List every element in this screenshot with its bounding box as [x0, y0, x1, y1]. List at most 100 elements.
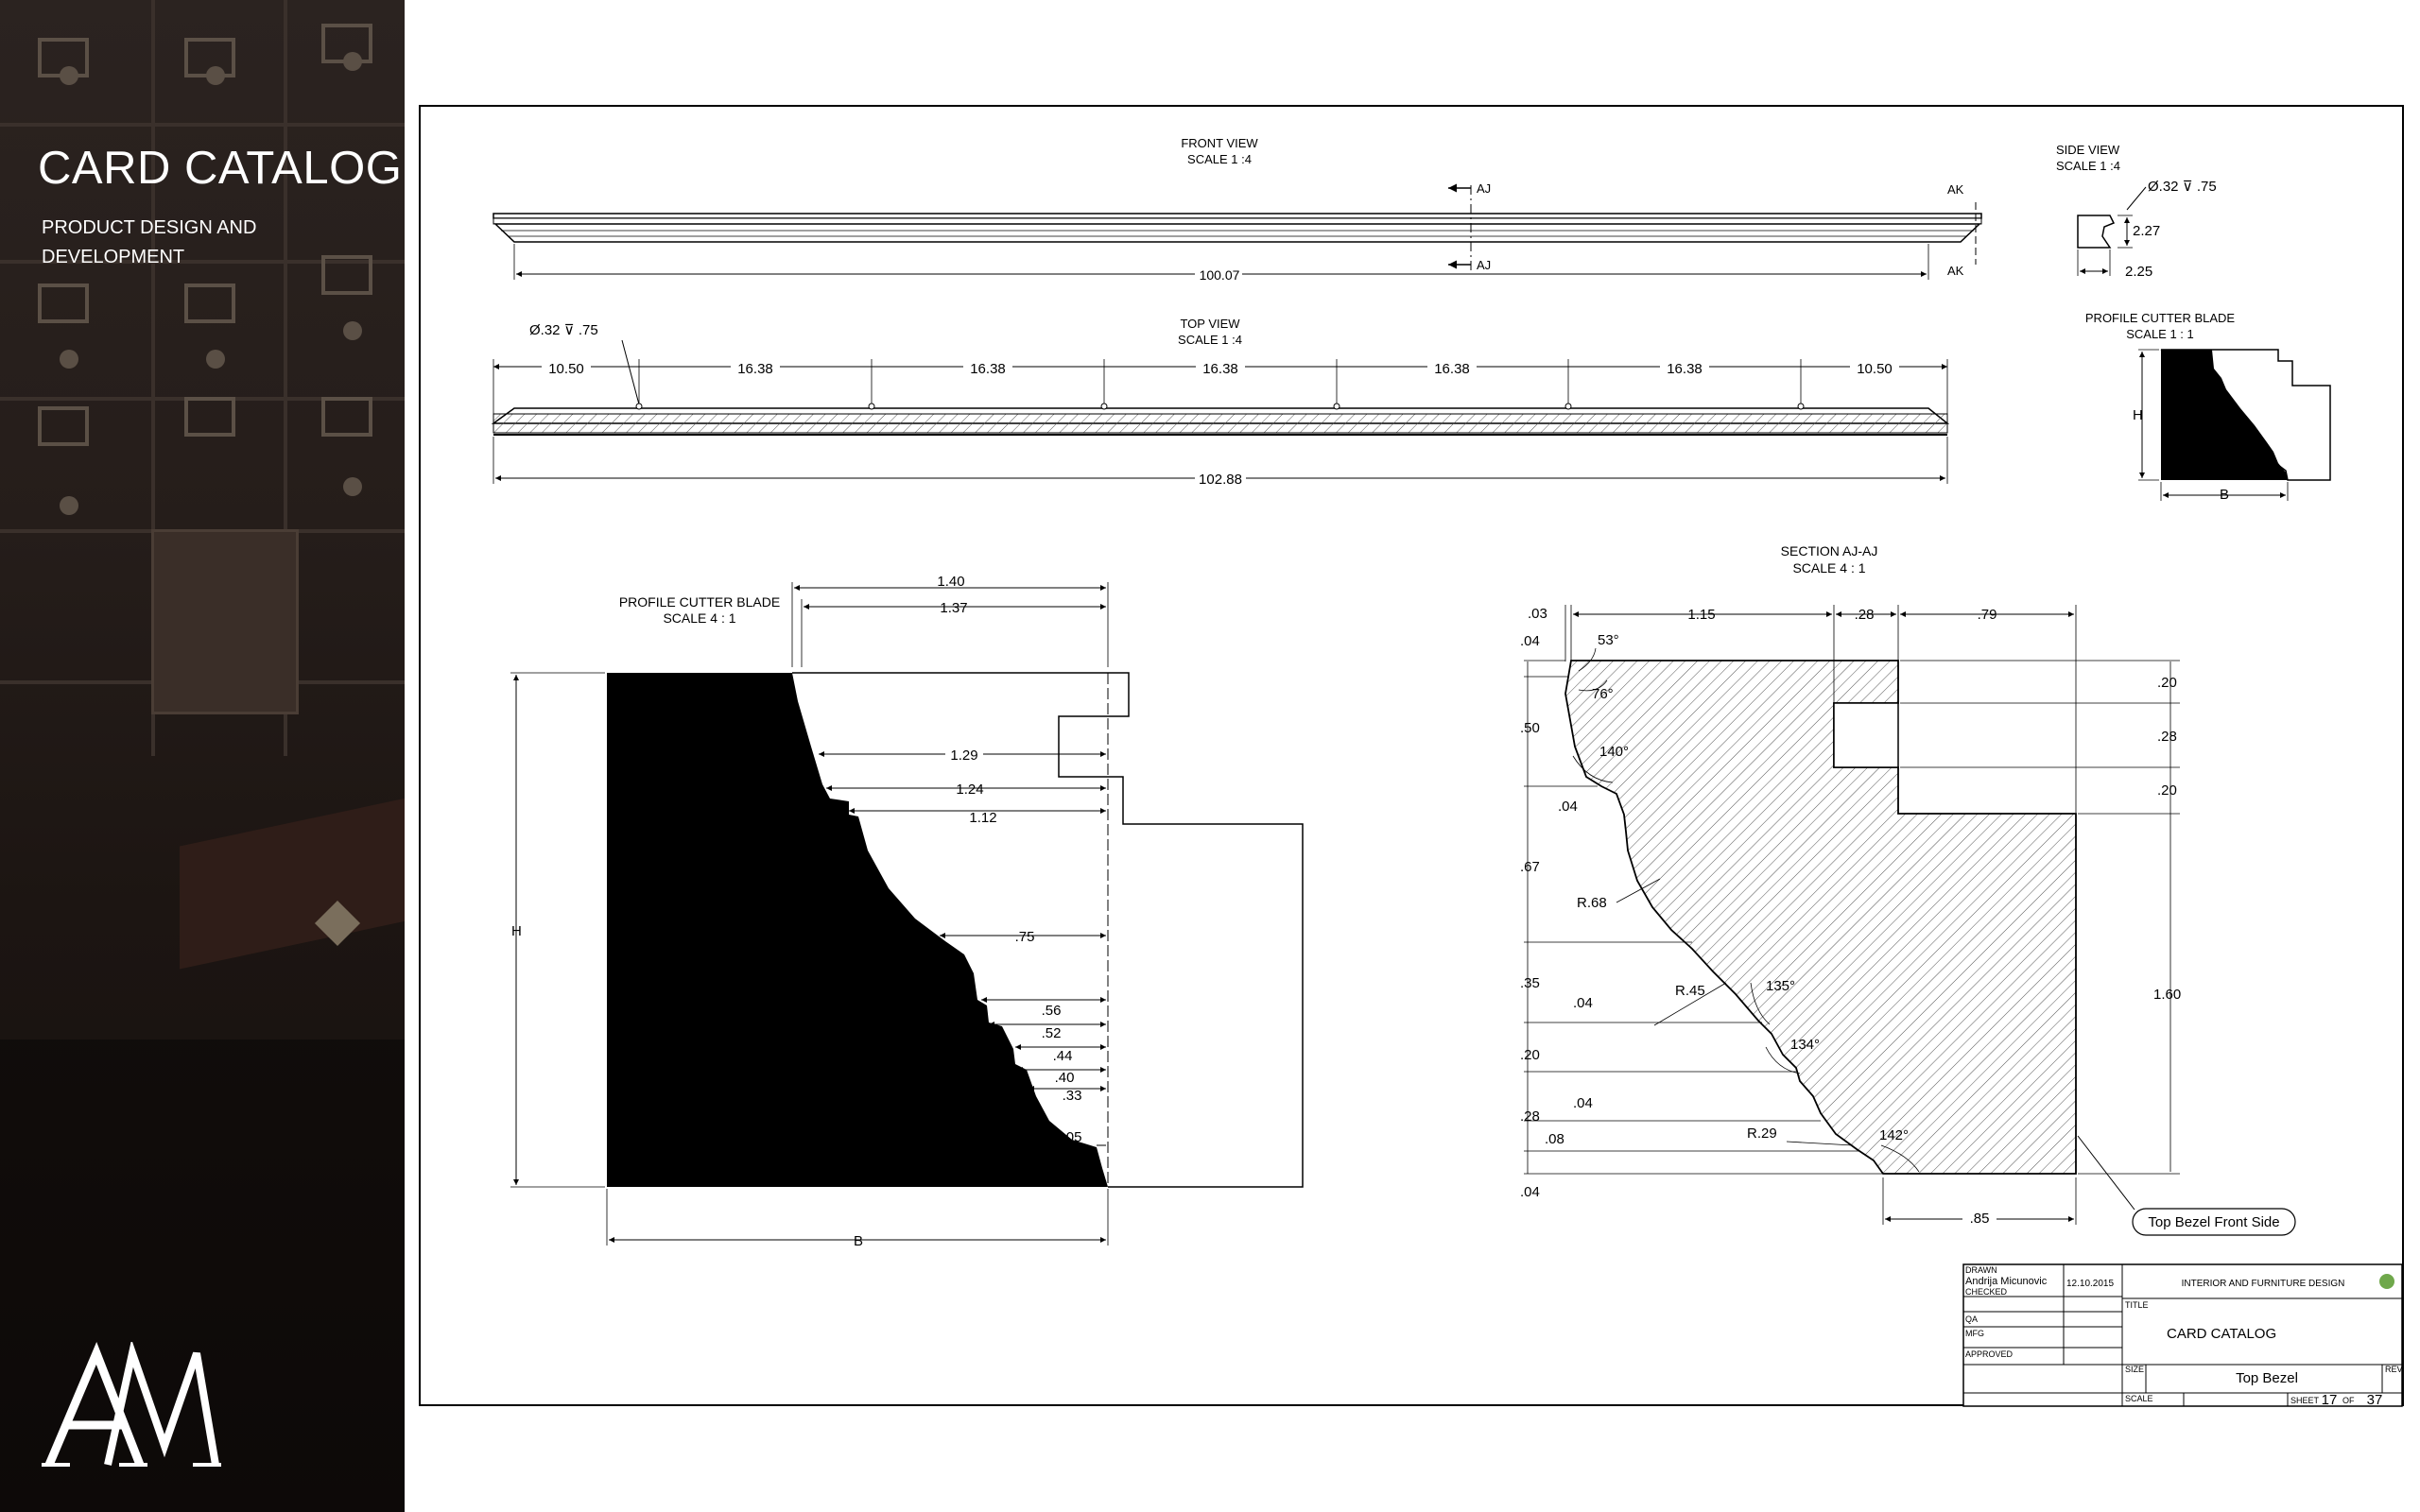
sidebar-title: CARD CATALOG [38, 143, 403, 194]
profile-dim-52: .52 [1042, 1025, 1062, 1041]
top-spacing-7: 10.50 [1857, 361, 1893, 377]
side-height-dim: 2.27 [2133, 223, 2160, 239]
section-top-1-15: 1.15 [1687, 607, 1715, 623]
profile-large-b: B [854, 1233, 863, 1249]
radius-29: R.29 [1747, 1125, 1777, 1142]
title-block: DRAWN Andrija Micunovic 12.10.2015 CHECK… [1962, 1263, 2403, 1408]
tb-company-logo [2379, 1274, 2394, 1289]
profile-small-scale: SCALE 1 : 1 [2126, 327, 2194, 341]
tb-checked-label: CHECKED [1965, 1287, 2008, 1297]
profile-large-view: PROFILE CUTTER BLADE SCALE 4 : 1 H B 1.4… [510, 574, 1304, 1249]
top-spacing-3: 16.38 [970, 361, 1006, 377]
radius-68: R.68 [1577, 895, 1607, 911]
profile-dim-1-29: 1.29 [950, 747, 977, 764]
tb-total: 37 [2367, 1392, 2383, 1408]
tb-sheet: 17 [2322, 1392, 2338, 1408]
tb-drawn-label: DRAWN [1965, 1265, 1997, 1275]
top-view: TOP VIEW SCALE 1 :4 Ø.32 ⊽ .75 10.50 16.… [491, 317, 1950, 488]
angle-76: 76° [1592, 686, 1614, 702]
profile-dim-44: .44 [1053, 1048, 1073, 1064]
section-scale: SCALE 4 : 1 [1792, 560, 1865, 576]
section-ak-top: AK [1947, 182, 1964, 197]
front-view-scale: SCALE 1 :4 [1187, 152, 1252, 166]
section-left-10: .08 [1545, 1131, 1564, 1147]
section-aj-bottom: AJ [1477, 258, 1491, 272]
profile-dim-75: .75 [1015, 929, 1035, 945]
profile-dim-05: .05 [1063, 1129, 1082, 1145]
profile-dim-33: .33 [1063, 1088, 1082, 1104]
profile-small-b: B [2220, 487, 2229, 503]
sidebar-background [0, 0, 405, 1512]
top-spacing-5: 16.38 [1434, 361, 1470, 377]
tb-title: CARD CATALOG [2167, 1326, 2276, 1342]
section-right-28: .28 [2157, 729, 2177, 745]
tb-sheet-label: SHEET [2290, 1396, 2320, 1405]
top-length-dim: 102.88 [1199, 472, 1242, 488]
angle-135: 135° [1766, 978, 1795, 994]
sidebar-subtitle: PRODUCT DESIGN AND DEVELOPMENT [42, 217, 257, 267]
tb-size-label: SIZE [2125, 1365, 2144, 1374]
front-view-title: FRONT VIEW [1181, 136, 1258, 150]
section-callout: Top Bezel Front Side [2148, 1214, 2279, 1230]
top-spacing-6: 16.38 [1667, 361, 1703, 377]
section-left-7: .20 [1520, 1047, 1540, 1063]
tb-title-label: TITLE [2125, 1300, 2149, 1310]
radius-45: R.45 [1675, 983, 1705, 999]
section-top-03: .03 [1528, 606, 1547, 622]
section-left-1: .04 [1520, 633, 1540, 649]
top-spacing-2: 16.38 [737, 361, 773, 377]
profile-small-h: H [2133, 407, 2143, 423]
tb-qa-label: QA [1965, 1314, 1978, 1324]
tb-date: 12.10.2015 [2066, 1279, 2114, 1289]
section-ak-bottom: AK [1947, 264, 1964, 278]
front-view: FRONT VIEW SCALE 1 :4 AJ AJ AK AK 100.07 [493, 136, 1982, 283]
top-hole-note: Ø.32 ⊽ .75 [529, 322, 598, 338]
tb-mfg-label: MFG [1965, 1329, 1984, 1338]
section-bottom-85: .85 [1970, 1211, 1990, 1227]
side-view-title: SIDE VIEW [2056, 143, 2120, 157]
section-right-1-60: 1.60 [2153, 987, 2181, 1003]
profile-dim-1-12: 1.12 [969, 810, 996, 826]
tb-rev-label: REV [2385, 1365, 2403, 1374]
profile-small-title: PROFILE CUTTER BLADE [2085, 311, 2236, 325]
side-view-scale: SCALE 1 :4 [2056, 159, 2120, 173]
profile-large-title: PROFILE CUTTER BLADE [619, 594, 780, 610]
profile-dim-1-24: 1.24 [956, 782, 983, 798]
top-spacing-4: 16.38 [1202, 361, 1238, 377]
profile-small-view: PROFILE CUTTER BLADE SCALE 1 : 1 H B [2085, 311, 2331, 503]
side-hole-note: Ø.32 ⊽ .75 [2148, 179, 2217, 195]
section-view: SECTION AJ-AJ SCALE 4 : 1 .03 1.15 .28 .… [1520, 543, 2296, 1236]
section-title: SECTION AJ-AJ [1781, 543, 1878, 558]
profile-large-scale: SCALE 4 : 1 [663, 610, 735, 626]
section-left-6: .04 [1573, 995, 1593, 1011]
section-left-3: .04 [1558, 799, 1578, 815]
angle-142: 142° [1879, 1127, 1909, 1143]
tb-part: Top Bezel [2236, 1370, 2298, 1386]
profile-dim-1-37: 1.37 [940, 600, 967, 616]
top-view-scale: SCALE 1 :4 [1178, 333, 1242, 347]
side-view: SIDE VIEW SCALE 1 :4 Ø.32 ⊽ .75 2.27 2.2… [2056, 143, 2217, 280]
tb-drawn-by: Andrija Micunovic [1965, 1276, 2048, 1287]
section-left-8: .04 [1573, 1095, 1593, 1111]
tb-of-label: OF [2342, 1396, 2355, 1405]
section-left-4: .67 [1520, 859, 1540, 875]
section-left-2: .50 [1520, 720, 1540, 736]
profile-dim-56: .56 [1042, 1003, 1062, 1019]
profile-large-h: H [511, 923, 522, 939]
profile-dim-40: .40 [1055, 1070, 1075, 1086]
tb-scale-label: SCALE [2125, 1394, 2153, 1403]
am-logo [42, 1342, 221, 1467]
tb-company: INTERIOR AND FURNITURE DESIGN [2182, 1279, 2345, 1289]
side-width-dim: 2.25 [2125, 264, 2152, 280]
section-left-5: .35 [1520, 975, 1540, 991]
section-right-20a: .20 [2157, 675, 2177, 691]
drawing-frame [419, 105, 2404, 1406]
section-top-28: .28 [1855, 607, 1875, 623]
angle-134: 134° [1790, 1037, 1820, 1053]
front-length-dim: 100.07 [1200, 267, 1240, 283]
sidebar: CARD CATALOG PRODUCT DESIGN AND DEVELOPM… [0, 0, 405, 1512]
section-left-11: .04 [1520, 1184, 1540, 1200]
tb-approved-label: APPROVED [1965, 1349, 2014, 1359]
section-left-9: .28 [1520, 1108, 1540, 1125]
